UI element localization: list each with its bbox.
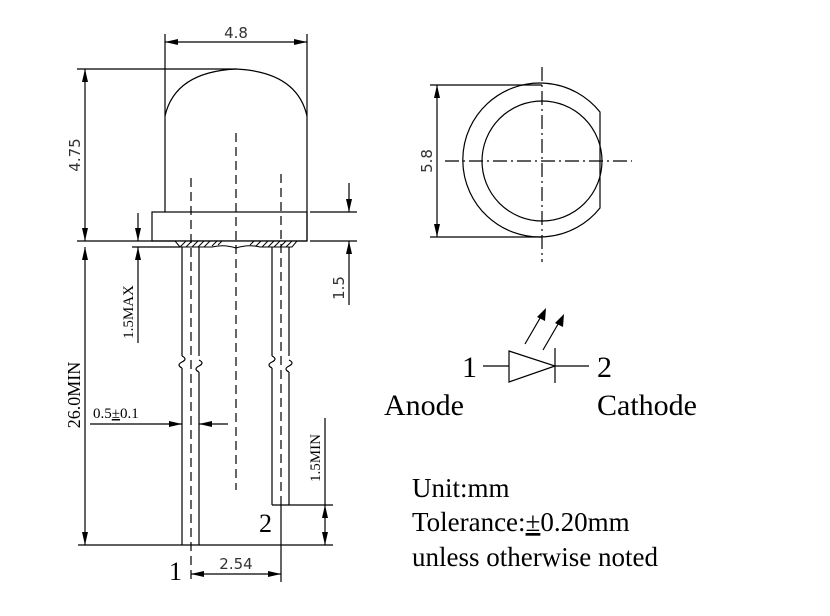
light-emission-arrows-icon (524, 308, 564, 351)
lead-anode (178, 247, 203, 545)
led-symbol: 1 2 Anode Cathode (384, 308, 697, 422)
lead-length-dimension: 26.0MIN (64, 247, 333, 546)
side-view: 4.8 (64, 24, 357, 586)
width-dim-label: 4.8 (224, 24, 248, 42)
top-view: 5.8 (418, 67, 632, 262)
pitch-dimension: 2.54 (191, 505, 282, 582)
lead-width-label: 0.5±0.1 (93, 406, 139, 422)
pin1-label: 1 (169, 557, 182, 586)
lead-clearance-label: 1.5MAX (121, 285, 137, 339)
cathode-label: Cathode (597, 389, 697, 422)
pitch-label: 2.54 (219, 555, 252, 573)
pin2-label: 2 (259, 509, 272, 538)
height-dim-label: 4.75 (66, 138, 84, 171)
lead-width-dimension: 0.5±0.1 (90, 406, 228, 427)
lead-clearance-dimension: 1.5MAX (121, 213, 180, 343)
lead-offset-label: 1.5MIN (308, 434, 324, 482)
lead-offset-dimension: 1.5MIN (272, 418, 333, 545)
flange-dim-label: 1.5 (330, 276, 348, 300)
flange-dimension: 1.5 (310, 183, 357, 305)
lead-length-label: 26.0MIN (64, 362, 84, 429)
symbol-pin1: 1 (462, 351, 477, 384)
width-dimension: 4.8 (164, 24, 308, 116)
notes: Unit:mm Tolerance:±0.20mm unless otherwi… (412, 473, 658, 572)
led-body (151, 68, 308, 582)
lead-cathode (268, 247, 293, 505)
anode-label: Anode (384, 389, 464, 422)
diameter-dim-label: 5.8 (418, 149, 436, 173)
tolerance-note: Tolerance:±0.20mm (412, 507, 630, 537)
height-dimension: 4.75 (66, 68, 307, 242)
symbol-pin2: 2 (597, 351, 612, 384)
unless-note: unless otherwise noted (412, 542, 658, 572)
unit-note: Unit:mm (412, 473, 510, 503)
